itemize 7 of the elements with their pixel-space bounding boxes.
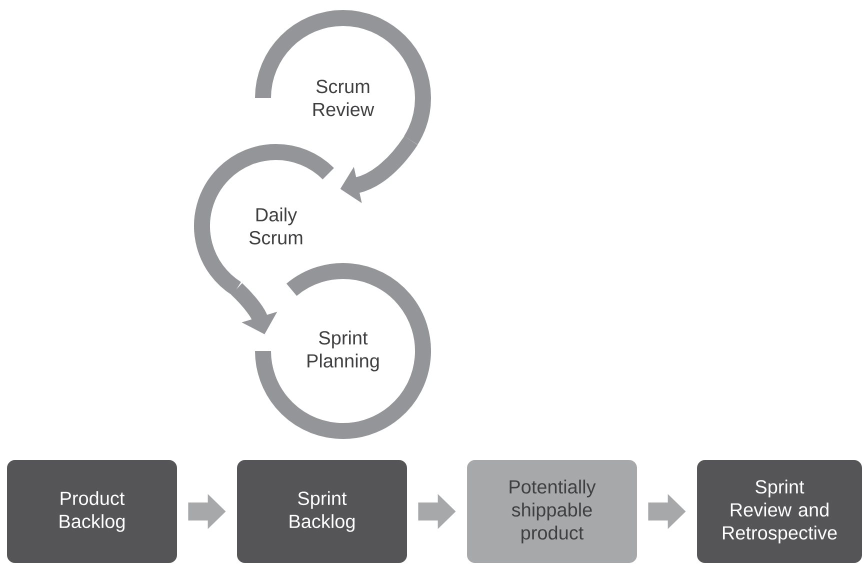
cycle-ring: Sprint Planning: [255, 263, 431, 439]
process-box: Sprint Backlog: [237, 460, 407, 563]
cycle-ring: Scrum Review: [255, 10, 431, 144]
process-box: Product Backlog: [7, 460, 177, 563]
process-box: Potentially shippable product: [467, 460, 637, 563]
process-box: Sprint Review and Retrospective: [697, 460, 862, 563]
cycle-ring: Daily Scrum: [194, 144, 334, 296]
